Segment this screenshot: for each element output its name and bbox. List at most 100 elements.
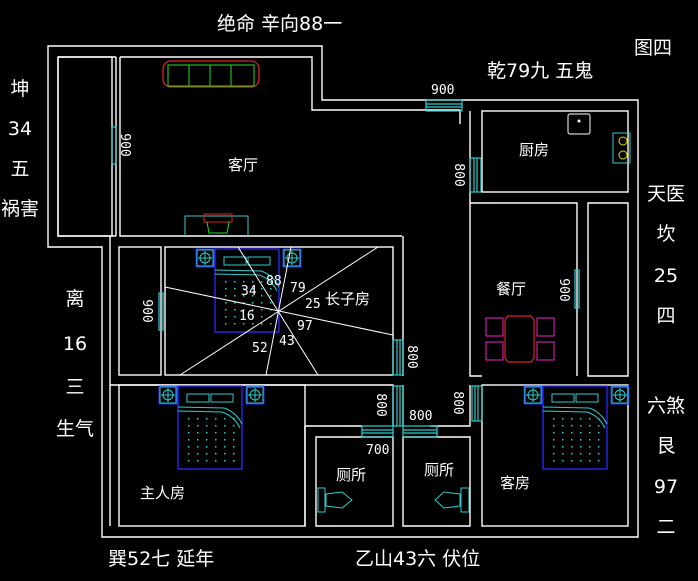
room-labels: 客厅 厨房 餐厅 长子房 主人房 客房 厕所 厕所 xyxy=(140,141,549,502)
hall-wall xyxy=(109,236,404,526)
bed-master-room xyxy=(158,385,265,470)
dim-son-door: 800 xyxy=(404,345,419,368)
dining-window[interactable] xyxy=(574,269,580,309)
son-room-closet xyxy=(118,246,162,376)
room-kitchen: 厨房 xyxy=(519,141,549,159)
room-guest: 客房 xyxy=(500,474,530,492)
kitchen-side-wall xyxy=(469,111,629,377)
nightstand xyxy=(245,385,265,405)
kitchen-door[interactable] xyxy=(469,157,482,193)
son-room-wall xyxy=(164,246,394,376)
nightstand xyxy=(523,385,543,405)
dir-right-top: 天医 坎 25 四 xyxy=(647,183,685,327)
dir-right-bottom: 六煞 艮 97 二 xyxy=(647,395,685,538)
bed-frame xyxy=(542,385,608,470)
room-toilet-2: 厕所 xyxy=(424,461,454,479)
son-room-window[interactable] xyxy=(158,292,164,331)
compass-52: 52 xyxy=(252,341,268,356)
master-room-wall xyxy=(118,384,306,527)
inner-wall-outline xyxy=(57,56,117,237)
pillow xyxy=(223,256,247,266)
toilet-fixture-1 xyxy=(317,487,353,513)
svg-text:生气: 生气 xyxy=(56,418,94,440)
svg-text:坎: 坎 xyxy=(656,223,675,245)
svg-text:97: 97 xyxy=(654,476,678,498)
living-window[interactable] xyxy=(111,126,117,165)
svg-text:祸害: 祸害 xyxy=(1,198,39,220)
dining-table xyxy=(485,315,555,363)
compass-16: 16 xyxy=(239,309,255,324)
openings[interactable] xyxy=(111,99,580,438)
pillow xyxy=(186,393,210,403)
guest-door[interactable] xyxy=(471,385,483,422)
compass-rays xyxy=(164,246,394,376)
kitchen-wall xyxy=(481,110,629,193)
svg-text:坤: 坤 xyxy=(10,78,29,100)
son-room-door[interactable] xyxy=(392,339,404,376)
dim-top-door: 900 xyxy=(431,83,454,98)
svg-text:六煞: 六煞 xyxy=(647,395,685,417)
dim-son-window: 900 xyxy=(139,299,154,322)
master-door[interactable] xyxy=(392,385,404,427)
compass-numbers: 88 79 34 25 16 97 52 43 xyxy=(239,274,321,356)
tv-cabinet xyxy=(184,213,249,236)
bed-frame xyxy=(177,385,243,470)
closet-left xyxy=(57,56,113,237)
sofa xyxy=(162,60,260,88)
nightstand xyxy=(195,248,215,268)
figure-title: 图四 xyxy=(634,37,672,59)
dir-bottom-left: 巽52七 延年 xyxy=(108,548,214,570)
compass-25: 25 xyxy=(305,297,321,312)
walls xyxy=(47,45,639,538)
room-toilet-1: 厕所 xyxy=(336,466,366,484)
svg-text:25: 25 xyxy=(654,265,678,287)
dim-toilet1-door: 700 xyxy=(366,443,389,458)
toilet-walls xyxy=(304,385,471,527)
pillow xyxy=(247,256,271,266)
compass-34: 34 xyxy=(241,284,257,299)
dim-kitchen-door: 800 xyxy=(451,163,466,186)
svg-text:二: 二 xyxy=(656,516,675,538)
nightstand xyxy=(610,385,630,405)
svg-text:艮: 艮 xyxy=(656,435,675,457)
dining-wall xyxy=(469,203,482,377)
svg-text:四: 四 xyxy=(656,305,675,327)
top-door[interactable] xyxy=(425,99,463,112)
dir-left-top: 坤 34 五 祸害 xyxy=(1,78,39,220)
svg-text:五: 五 xyxy=(10,158,29,180)
svg-text:16: 16 xyxy=(63,333,87,355)
dim-dining-window: 900 xyxy=(556,278,571,301)
dim-guest-door: 800 xyxy=(450,391,465,414)
dim-master-door: 800 xyxy=(373,393,388,416)
dim-hall-door: 800 xyxy=(409,409,432,424)
compass-97: 97 xyxy=(297,319,313,334)
pillow xyxy=(210,393,234,403)
guest-room-wall xyxy=(481,384,629,527)
room-master: 主人房 xyxy=(140,484,185,502)
toilet2-door[interactable] xyxy=(402,425,438,438)
room-dining: 餐厅 xyxy=(496,280,526,298)
dir-top-right: 乾79九 五鬼 xyxy=(487,60,593,82)
bed-son-room xyxy=(195,248,302,333)
nightstand xyxy=(158,385,178,405)
nightstand xyxy=(282,248,302,268)
dir-top: 绝命 辛向88一 xyxy=(217,13,342,35)
svg-text:34: 34 xyxy=(8,118,32,140)
living-room-wall xyxy=(119,56,461,237)
toilet1-door[interactable] xyxy=(361,425,394,438)
room-living: 客厅 xyxy=(228,156,258,174)
pillow xyxy=(551,393,575,403)
outer-wall xyxy=(47,45,639,538)
direction-labels: 绝命 辛向88一 乾79九 五鬼 图四 巽52七 延年 乙山43六 伏位 坤 3… xyxy=(1,13,685,570)
svg-text:三: 三 xyxy=(65,376,84,398)
svg-text:离: 离 xyxy=(65,288,84,310)
bed-guest-room xyxy=(523,385,630,470)
pillow xyxy=(575,393,599,403)
toilet-fixture-2 xyxy=(434,487,470,513)
dir-bottom-right: 乙山43六 伏位 xyxy=(355,548,480,570)
dir-left-mid: 离 16 三 生气 xyxy=(56,288,94,440)
compass-88: 88 xyxy=(266,274,282,289)
dim-living-window: 900 xyxy=(117,133,132,156)
svg-text:天医: 天医 xyxy=(647,183,685,205)
